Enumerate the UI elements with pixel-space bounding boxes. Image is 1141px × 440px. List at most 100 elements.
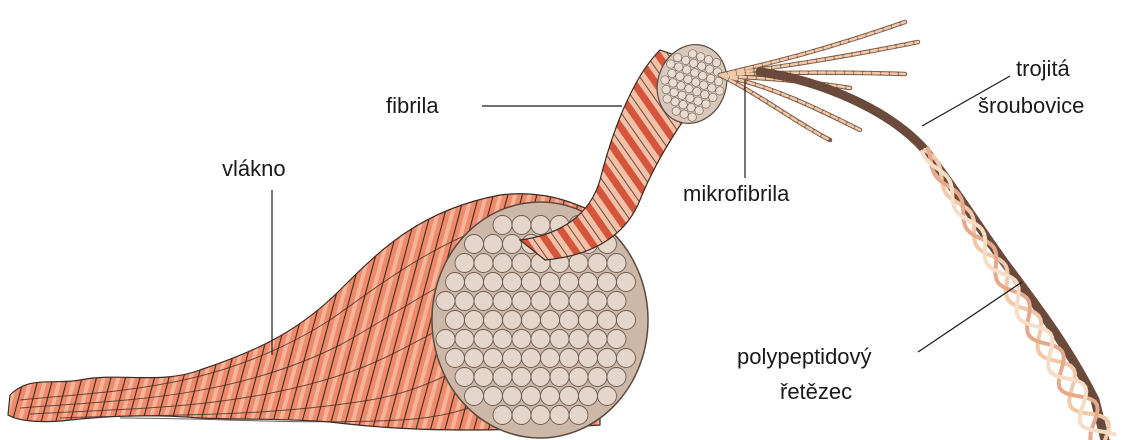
fibril-bundle xyxy=(607,292,626,311)
fibril-bundle xyxy=(569,406,588,425)
label-mikrofibrila: mikrofibrila xyxy=(683,180,789,208)
fibril-bundle xyxy=(691,69,699,77)
fibril-bundle xyxy=(598,349,617,368)
fibril-bundle xyxy=(512,330,531,349)
fibril-bundle xyxy=(607,330,626,349)
fibril-bundle xyxy=(688,113,696,121)
fibril-bundle xyxy=(668,69,676,77)
fibril-bundle xyxy=(688,50,696,58)
fibril-bundle xyxy=(683,66,691,74)
fibril-bundle xyxy=(465,349,484,368)
label-sroubovice: šroubovice xyxy=(978,92,1084,120)
fibril-bundle xyxy=(550,368,569,387)
fibril-bundle xyxy=(679,101,687,109)
fibril-bundle xyxy=(588,368,607,387)
fibril-bundle xyxy=(512,216,531,235)
fibril-bundle xyxy=(522,311,541,330)
fibril-bundle xyxy=(560,387,579,406)
fibril-bundle xyxy=(579,349,598,368)
fibril-bundle xyxy=(550,330,569,349)
fibril-bundle xyxy=(607,254,626,273)
fibril-bundle xyxy=(436,292,455,311)
fibril-bundle xyxy=(522,387,541,406)
fibril-bundle xyxy=(607,368,626,387)
fibril-bundle xyxy=(696,53,704,61)
fibril-bundle xyxy=(709,93,717,101)
fibril-bundle xyxy=(716,87,724,95)
label-trojita: trojitá xyxy=(1016,55,1070,83)
fibril-bundle xyxy=(436,330,455,349)
fibril-bundle xyxy=(531,292,550,311)
fibril-bundle xyxy=(531,368,550,387)
fibril-bundle xyxy=(685,85,693,93)
fibril-bundle xyxy=(446,273,465,292)
fibril-bundle xyxy=(550,406,569,425)
fibril-bundle xyxy=(662,85,670,93)
fibril-bundle xyxy=(484,235,503,254)
fibril-bundle xyxy=(493,368,512,387)
fibril-bundle xyxy=(617,349,636,368)
fibril-bundle xyxy=(446,311,465,330)
fibril-bundle xyxy=(707,74,715,82)
fibril-bundle xyxy=(693,87,701,95)
fibril-bundle xyxy=(588,292,607,311)
fibril-bundle xyxy=(702,100,710,108)
fibril-bundle xyxy=(541,387,560,406)
fibril-bundle xyxy=(661,76,669,84)
fibril-bundle xyxy=(541,273,560,292)
fibril-bundle xyxy=(455,254,474,273)
fibril-bundle xyxy=(531,330,550,349)
fibril-bundle xyxy=(687,103,695,111)
fibril-bundle xyxy=(579,387,598,406)
fibril-bundle xyxy=(560,311,579,330)
fibril-bundle xyxy=(663,95,671,103)
fibril-bundle xyxy=(455,368,474,387)
fibril-bundle xyxy=(695,106,703,114)
fibril-bundle xyxy=(617,311,636,330)
fibril-bundle xyxy=(588,330,607,349)
fibril-bundle xyxy=(698,62,706,70)
fibril-bundle xyxy=(493,330,512,349)
fibril-bundle xyxy=(503,349,522,368)
fibril-bundle xyxy=(701,90,709,98)
fibril-bundle xyxy=(512,406,531,425)
fibril-bundle xyxy=(560,273,579,292)
fibril-bundle xyxy=(550,292,569,311)
label-fibrila: fibrila xyxy=(386,92,439,120)
fibril-bundle xyxy=(569,368,588,387)
fibril-bundle xyxy=(484,273,503,292)
fibril-bundle xyxy=(682,56,690,64)
fibril-bundle xyxy=(675,63,683,71)
fibril-bundle xyxy=(579,273,598,292)
fibril-bundle xyxy=(617,273,636,292)
fibril-bundle xyxy=(493,292,512,311)
fibril-bundle xyxy=(671,98,679,106)
fibril-bundle xyxy=(677,82,685,90)
fibril-bundle xyxy=(503,235,522,254)
fibril-bundle xyxy=(493,406,512,425)
fibril-bundle xyxy=(474,330,493,349)
fibril-bundle xyxy=(503,387,522,406)
fibril-bundle xyxy=(598,387,617,406)
fibril-bundle xyxy=(503,311,522,330)
fibril-bundle xyxy=(579,311,598,330)
fibril-bundle xyxy=(699,72,707,80)
fibril-bundle xyxy=(493,216,512,235)
fibril-bundle xyxy=(484,311,503,330)
label-retezec: řetězec xyxy=(780,378,852,406)
fibril-bundle xyxy=(465,273,484,292)
fibril-bundle xyxy=(484,387,503,406)
fibril-bundle xyxy=(704,56,712,64)
fibril-bundle xyxy=(680,110,688,118)
fibril-bundle xyxy=(708,84,716,92)
fibril-bundle xyxy=(474,292,493,311)
polypeptid-leader xyxy=(918,282,1022,352)
fibril-bundle xyxy=(676,72,684,80)
fibril-bundle xyxy=(522,349,541,368)
fibril-bundle xyxy=(598,311,617,330)
fibril-bundle xyxy=(670,88,678,96)
fibril-bundle xyxy=(465,311,484,330)
fibril-bundle xyxy=(700,81,708,89)
fibril-bundle xyxy=(522,273,541,292)
